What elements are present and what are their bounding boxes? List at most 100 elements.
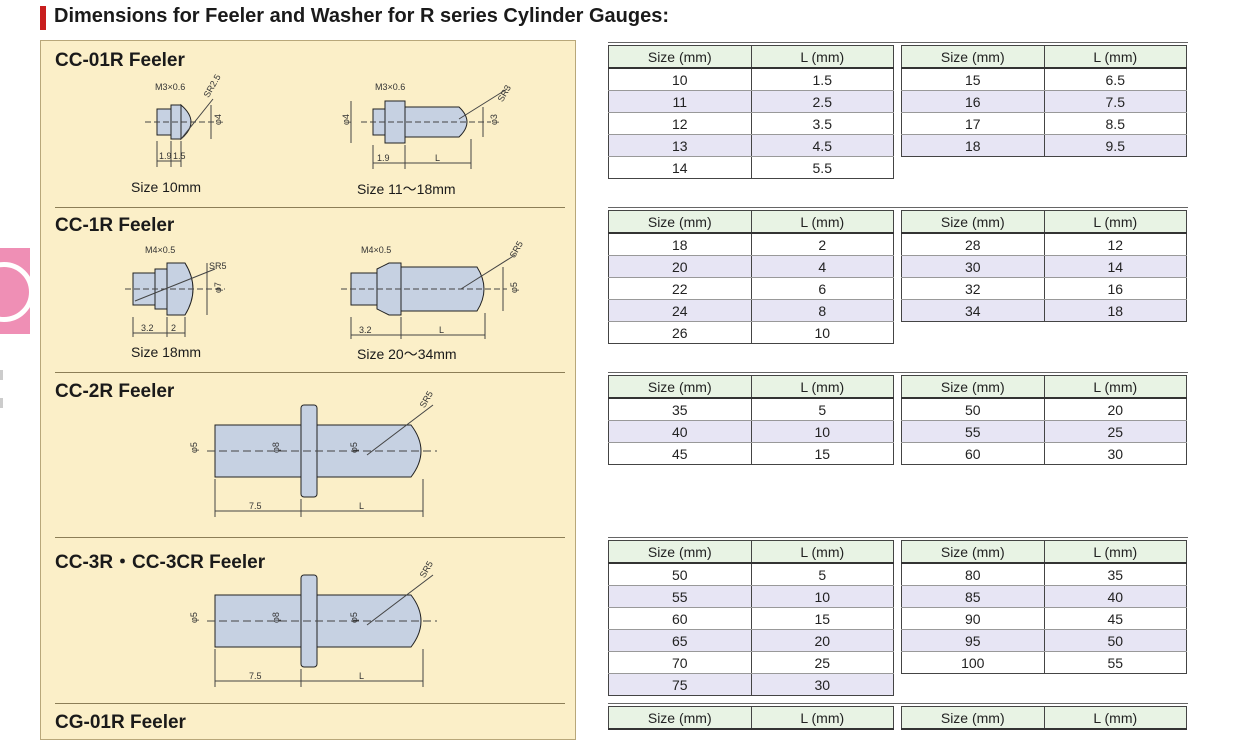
- dimension-label: L: [359, 501, 364, 511]
- dimension-label: φ5: [509, 282, 519, 293]
- dimension-label: φ5: [189, 442, 199, 453]
- dimension-label: SR5: [418, 389, 435, 409]
- size-cell: 50: [608, 563, 752, 586]
- size-cell: 55: [901, 420, 1045, 443]
- column-header: L (mm): [750, 375, 894, 399]
- size-cell: 35: [608, 398, 752, 421]
- dimension-label: L: [435, 153, 440, 163]
- dimension-label: M3×0.6: [375, 82, 405, 92]
- length-cell: 8.5: [1043, 112, 1187, 135]
- column-header: L (mm): [750, 210, 894, 234]
- dimension-label: M3×0.6: [155, 82, 185, 92]
- length-cell: 4.5: [750, 134, 894, 157]
- length-cell: 3.5: [750, 112, 894, 135]
- dimension-label: L: [359, 671, 364, 681]
- section-divider: [55, 703, 565, 704]
- table-group-rule: [608, 537, 1188, 538]
- length-cell: 18: [1043, 299, 1187, 322]
- dimension-label: φ5: [349, 442, 359, 453]
- drawing-caption: Size 10mm: [131, 179, 202, 195]
- size-cell: 12: [608, 112, 752, 135]
- size-cell: 26: [608, 321, 752, 344]
- dimension-label: φ8: [271, 442, 281, 453]
- column-header: L (mm): [1043, 706, 1187, 730]
- size-cell: 80: [901, 563, 1045, 586]
- size-cell: 50: [901, 398, 1045, 421]
- dimension-label: 1.9: [159, 151, 172, 161]
- section-tab-marker: [0, 248, 34, 334]
- size-cell: 10: [608, 68, 752, 91]
- length-cell: 20: [1043, 398, 1187, 421]
- section-title-cc3r: CC-3R・CC-3CR Feeler: [55, 552, 266, 573]
- length-cell: 30: [1043, 442, 1187, 465]
- dimension-label: 7.5: [249, 671, 262, 681]
- dimension-label: φ5: [349, 612, 359, 623]
- size-table-cg01r-left: Size (mm)L (mm): [608, 706, 894, 730]
- section-title-cc01r: CC-01R Feeler: [55, 50, 185, 71]
- length-cell: 45: [1043, 607, 1187, 630]
- column-header: Size (mm): [901, 45, 1045, 69]
- size-cell: 28: [901, 233, 1045, 256]
- column-header: L (mm): [1043, 375, 1187, 399]
- dimension-label: φ4: [213, 114, 223, 125]
- cc01r-size11-18-drawing: M3×0.6 SR3 φ4 φ3 1.9 L: [341, 82, 513, 169]
- dimension-label: SR3: [496, 83, 513, 103]
- size-cell: 65: [608, 629, 752, 652]
- size-cell: 34: [901, 299, 1045, 322]
- size-cell: 60: [901, 442, 1045, 465]
- length-cell: 50: [1043, 629, 1187, 652]
- size-cell: 20: [608, 255, 752, 278]
- length-cell: 10: [750, 321, 894, 344]
- dimension-label: 3.2: [141, 323, 154, 333]
- length-cell: 2.5: [750, 90, 894, 113]
- drawing-caption: Size 18mm: [131, 344, 202, 360]
- size-cell: 90: [901, 607, 1045, 630]
- length-cell: 5.5: [750, 156, 894, 179]
- size-cell: 14: [608, 156, 752, 179]
- section-title-cc1r: CC-1R Feeler: [55, 215, 175, 236]
- size-cell: 45: [608, 442, 752, 465]
- cc01r-size10-drawing: M3×0.6 SR2.5 φ4 1.9 1.5: [145, 73, 223, 167]
- dimension-label: 3.2: [359, 325, 372, 335]
- size-cell: 32: [901, 277, 1045, 300]
- dimension-label: M4×0.5: [361, 245, 391, 255]
- column-header: Size (mm): [901, 210, 1045, 234]
- length-cell: 1.5: [750, 68, 894, 91]
- dimension-label: SR5: [418, 559, 435, 579]
- length-cell: 6: [750, 277, 894, 300]
- length-cell: 2: [750, 233, 894, 256]
- dimension-label: 7.5: [249, 501, 262, 511]
- edge-mark: [0, 370, 3, 380]
- dimension-label: 1.5: [173, 151, 186, 161]
- table-group-rule: [608, 703, 1188, 704]
- cc2r-drawing: SR5 φ5 φ8 φ5 7.5 L: [189, 389, 437, 517]
- drawing-caption: Size 11〜18mm: [357, 181, 456, 197]
- column-header: Size (mm): [901, 375, 1045, 399]
- section-title-cc2r: CC-2R Feeler: [55, 381, 175, 402]
- length-cell: 5: [750, 563, 894, 586]
- length-cell: 7.5: [1043, 90, 1187, 113]
